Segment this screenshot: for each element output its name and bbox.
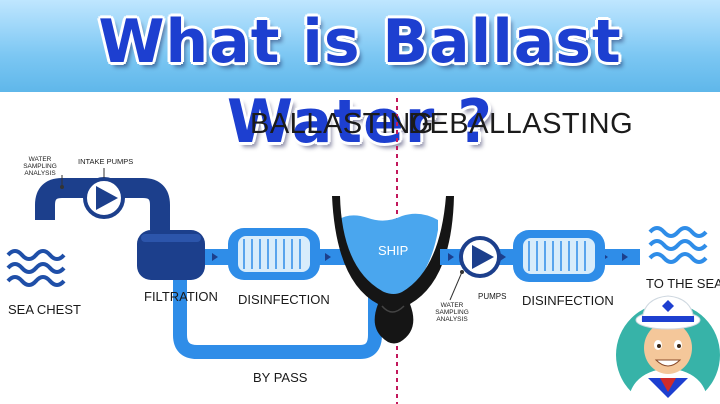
page-title: What is Ballast Water ? — [98, 7, 622, 157]
to-the-sea-label: TO THE SEA — [646, 276, 720, 291]
disinfection-label-left: DISINFECTION — [238, 292, 330, 307]
ship-hull — [332, 196, 454, 344]
title-banner: What is Ballast Water ? — [0, 0, 720, 157]
to-the-sea-waves-icon — [648, 226, 708, 264]
deballasting-header: DEBALLASTING — [408, 108, 634, 140]
flow-arrows-left — [212, 253, 331, 261]
filtration-unit — [137, 230, 205, 280]
ballasting-header: BALLASTING — [250, 108, 434, 140]
pumps-label: PUMPS — [478, 292, 507, 301]
sailor-mascot-icon — [616, 295, 720, 404]
sea-chest-label: SEA CHEST — [8, 302, 81, 317]
by-pass-label: BY PASS — [253, 370, 308, 385]
water-sampling-label-left: WATER SAMPLING ANALYSIS — [23, 156, 57, 177]
disinfection-label-right: DISINFECTION — [522, 293, 614, 308]
ship-label: SHIP — [378, 243, 409, 258]
intake-pumps-label: INTAKE PUMPS — [78, 157, 134, 166]
bypass-pipe — [173, 270, 382, 359]
water-sampling-label-right: WATER SAMPLING ANALYSIS — [435, 302, 469, 323]
sea-chest-waves-icon — [6, 249, 66, 287]
filtration-label: FILTRATION — [144, 289, 218, 304]
